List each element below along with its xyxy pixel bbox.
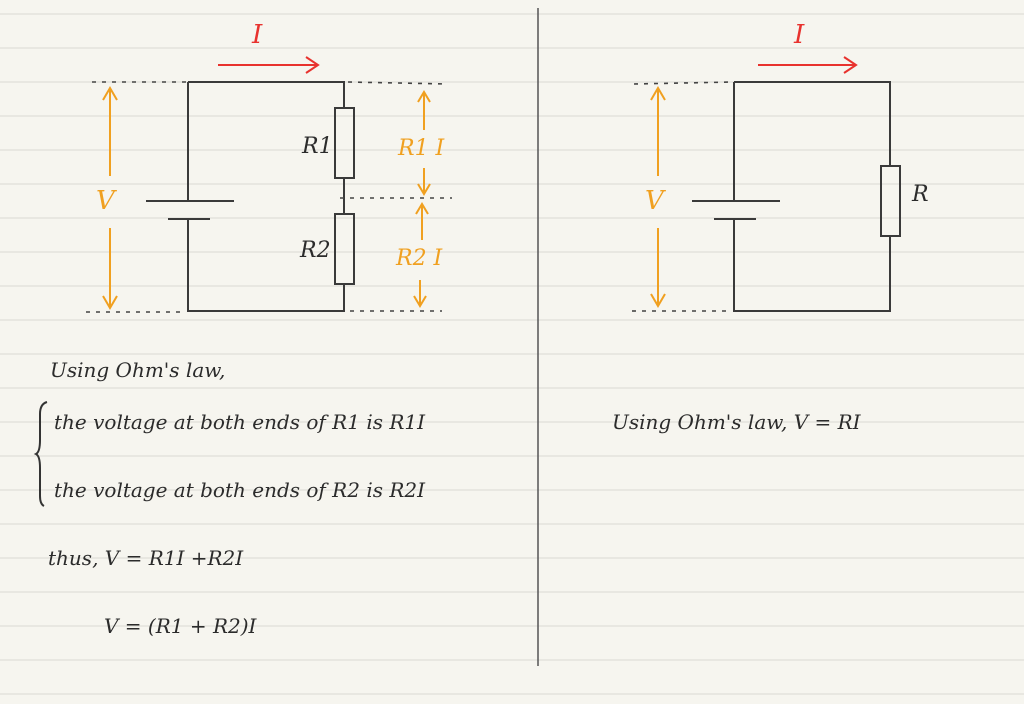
left-voltage-label: V bbox=[96, 186, 115, 216]
r2-drop-label: R2 I bbox=[396, 246, 443, 271]
left-dotted-guides bbox=[86, 81, 452, 313]
left-text-line-1: Using Ohm's law, bbox=[50, 358, 226, 382]
right-circuit-wire bbox=[733, 81, 891, 312]
r2-voltage-arrow bbox=[413, 202, 429, 308]
left-circuit-wire bbox=[187, 81, 345, 312]
right-current-label: I bbox=[794, 20, 805, 50]
resistor-r1 bbox=[334, 107, 355, 179]
left-text-line-3: the voltage at both ends of R2 is R2I bbox=[54, 478, 426, 502]
right-text-line-1: Using Ohm's law, V = RI bbox=[612, 410, 861, 434]
left-text-line-5: V = (R1 + R2)I bbox=[104, 614, 257, 638]
right-voltage-arrow bbox=[650, 86, 666, 308]
right-voltage-label: V bbox=[645, 186, 664, 216]
r1-voltage-arrow bbox=[417, 90, 431, 196]
r1-drop-label: R1 I bbox=[398, 136, 445, 161]
left-current-arrow bbox=[218, 56, 320, 74]
right-circuit bbox=[692, 81, 901, 312]
right-current-arrow bbox=[758, 56, 858, 74]
left-circuit bbox=[146, 81, 355, 312]
resistor-r bbox=[880, 165, 901, 237]
left-text-line-2: the voltage at both ends of R1 is R1I bbox=[54, 410, 426, 434]
r1-label: R1 bbox=[302, 134, 333, 159]
r-label: R bbox=[912, 182, 929, 207]
left-voltage-arrow bbox=[102, 86, 118, 310]
system-brace bbox=[33, 401, 48, 507]
left-current-label: I bbox=[252, 20, 263, 50]
ruled-lines bbox=[0, 13, 1024, 695]
resistor-r2 bbox=[334, 213, 355, 285]
r2-label: R2 bbox=[300, 238, 331, 263]
left-text-line-4: thus, V = R1I +R2I bbox=[48, 546, 244, 570]
right-dotted-guides bbox=[632, 81, 733, 312]
